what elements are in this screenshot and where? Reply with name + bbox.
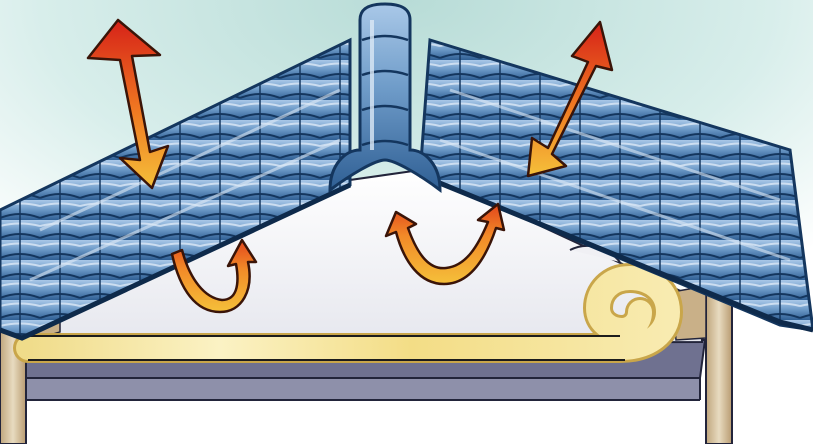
roof-insulation-illustration (0, 0, 813, 444)
